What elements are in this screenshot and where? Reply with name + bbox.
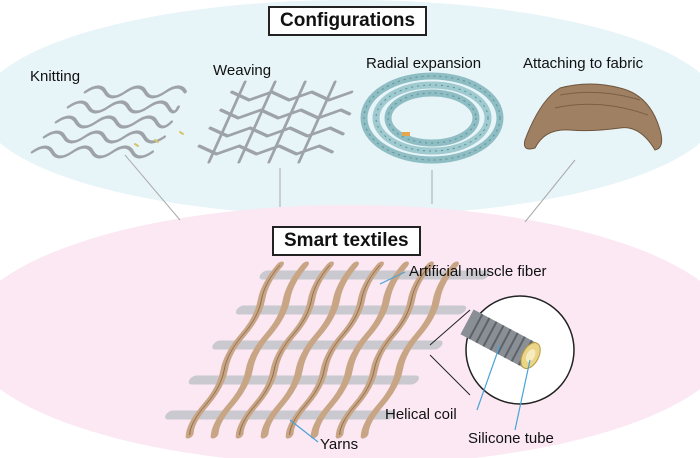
- callout-leaders: [289, 271, 531, 443]
- artificial-muscle-fibers: [165, 270, 490, 420]
- yarns-label: Yarns: [320, 436, 359, 453]
- radial-expansion-illustration: [360, 72, 504, 164]
- connector-lines: [124, 154, 576, 223]
- attaching-to-fabric-label: Attaching to fabric: [523, 55, 644, 72]
- weaving-illustration: [197, 80, 354, 164]
- knitting-illustration: [30, 85, 187, 159]
- configurations-ellipse: [0, 0, 700, 216]
- radial-expansion-label: Radial expansion: [366, 55, 482, 72]
- fiber-zoom-inset: [429, 295, 575, 405]
- smart-textiles-title: Smart textiles: [272, 226, 421, 256]
- knitting-label: Knitting: [30, 68, 81, 85]
- smart-textile-illustration: [165, 261, 490, 439]
- weaving-label: Weaving: [213, 62, 272, 79]
- silicone-tube-label: Silicone tube: [468, 430, 554, 447]
- helical-coil-label: Helical coil: [385, 406, 457, 423]
- artificial-muscle-fiber-label: Artificial muscle fiber: [409, 263, 547, 280]
- configurations-title: Configurations: [268, 6, 428, 36]
- attaching-to-fabric-illustration: [524, 83, 663, 151]
